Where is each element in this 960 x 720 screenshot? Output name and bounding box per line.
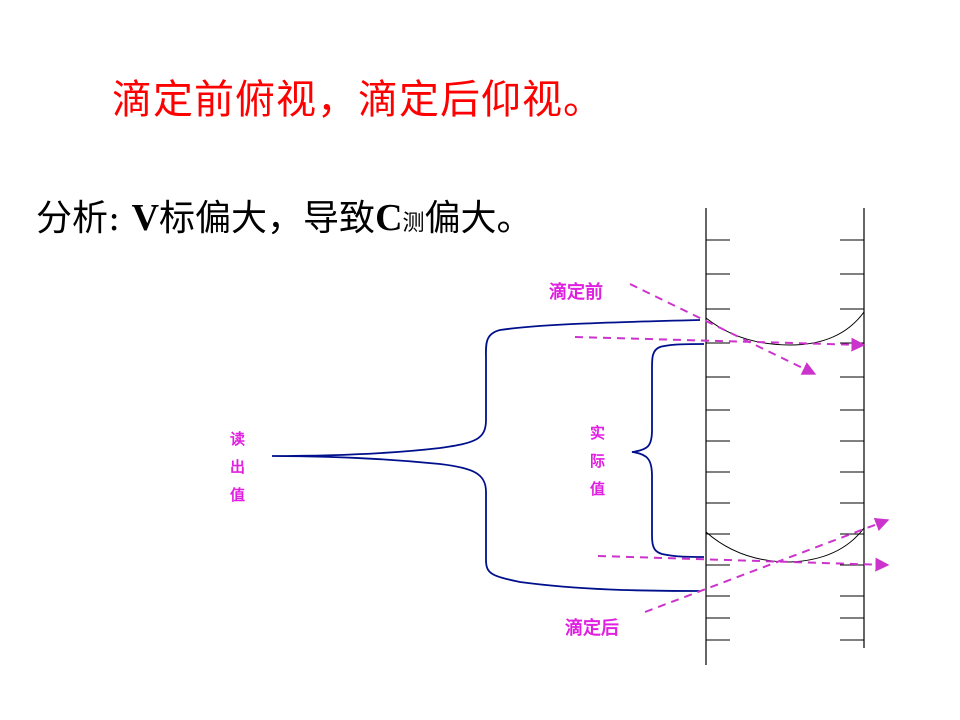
analysis-suffix: 偏大。 xyxy=(424,198,533,239)
c-symbol: C xyxy=(375,197,403,239)
label-actual-3: 值 xyxy=(590,480,605,498)
sightline-after-level xyxy=(597,555,890,572)
slide-title: 滴定前俯视，滴定后仰视。 xyxy=(112,77,604,123)
label-after-titration: 滴定后 xyxy=(565,617,619,639)
label-before-titration: 滴定前 xyxy=(549,281,603,303)
sightline-before-slanted xyxy=(629,283,817,375)
actual-bracket xyxy=(631,343,705,558)
analysis-middle: 偏大，导致 xyxy=(195,198,376,239)
sightline-before-level xyxy=(574,336,866,352)
v-symbol: V xyxy=(131,197,160,239)
label-reading-1: 读 xyxy=(230,430,245,448)
sightline-after-slanted xyxy=(644,517,890,613)
analysis-line: 分析: V标偏大，导致C测偏大。 xyxy=(36,190,533,252)
label-actual-1: 实 xyxy=(590,424,605,442)
meniscus-top xyxy=(705,311,865,346)
label-reading-3: 值 xyxy=(230,486,245,504)
label-actual-2: 际 xyxy=(590,452,605,470)
scale-ticks-right xyxy=(840,239,864,641)
c-subscript: 测 xyxy=(402,211,425,236)
analysis-prefix: 分析: xyxy=(36,198,132,239)
scale-ticks-left xyxy=(706,239,730,641)
v-subscript: 标 xyxy=(159,198,196,239)
reading-bracket xyxy=(271,319,701,592)
meniscus-bottom xyxy=(705,527,865,563)
label-reading-2: 出 xyxy=(230,458,245,476)
